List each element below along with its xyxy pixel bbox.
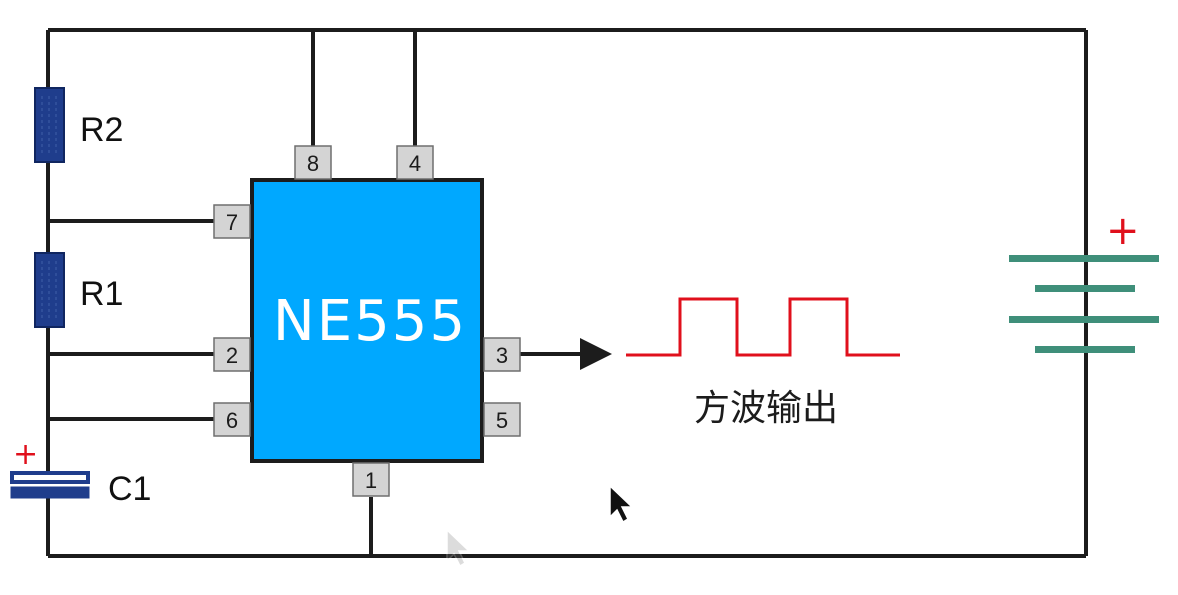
label-c1: C1 (108, 470, 151, 508)
pin-4-number: 4 (409, 151, 421, 176)
arrow-head (580, 338, 612, 370)
pin-2: 2 (213, 337, 251, 372)
pin-6-number: 6 (226, 408, 238, 433)
label-r1: R1 (80, 275, 123, 313)
pin-5-number: 5 (496, 408, 508, 433)
pin-1: 1 (352, 462, 390, 497)
resistor-r1 (34, 252, 65, 328)
resistor-r2 (34, 87, 65, 163)
battery-plate-2 (1035, 285, 1135, 292)
pin-4: 4 (396, 145, 434, 180)
capacitor-plate-top (10, 471, 90, 484)
square-wave (626, 297, 900, 357)
battery-plate-3 (1009, 316, 1159, 323)
pin-3-number: 3 (496, 343, 508, 368)
pin-3: 3 (483, 337, 521, 372)
pin-2-number: 2 (226, 343, 238, 368)
pin-6: 6 (213, 402, 251, 437)
pin-7: 7 (213, 204, 251, 239)
pin-5: 5 (483, 402, 521, 437)
chip-label: NE555 (273, 289, 467, 354)
square-wave-output-label: 方波输出 (694, 388, 838, 429)
battery (1009, 255, 1159, 353)
battery-plus-sign: + (1106, 208, 1140, 254)
pin-1-number: 1 (365, 468, 377, 493)
battery-plate-1 (1009, 255, 1159, 262)
capacitor-c1 (10, 471, 90, 499)
capacitor-plus-sign: + (13, 437, 38, 472)
label-r2: R2 (80, 111, 123, 149)
wires (46, 28, 1088, 558)
pin-7-number: 7 (226, 210, 238, 235)
pin-8: 8 (294, 145, 332, 180)
pin-8-number: 8 (307, 151, 319, 176)
faded-cursor-icon (446, 528, 471, 568)
chip-body (250, 178, 484, 463)
resistor-r2-body (34, 87, 65, 163)
battery-plate-4 (1035, 346, 1135, 353)
resistor-r1-body (34, 252, 65, 328)
capacitor-plate-bottom (10, 486, 90, 499)
ne555-chip: NE555 (250, 178, 484, 463)
mouse-cursor-icon (609, 484, 634, 524)
